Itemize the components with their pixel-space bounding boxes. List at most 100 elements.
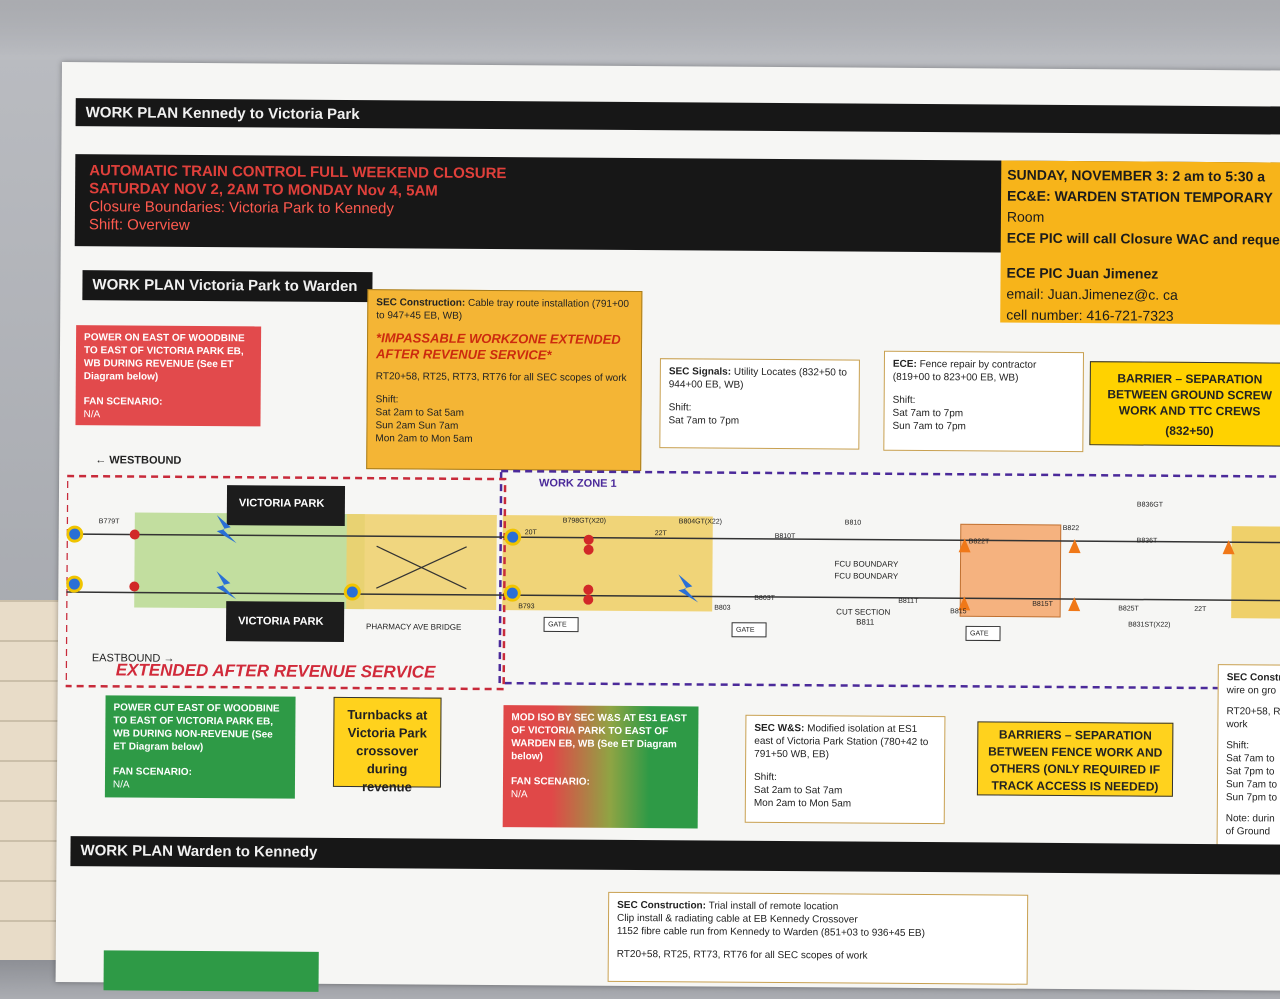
sunday-line: cell number: 416-721-7323 <box>1006 306 1174 324</box>
lightning-icon <box>216 571 237 600</box>
signal-id: B798GT(X20) <box>562 517 607 525</box>
closure-line: Shift: Overview <box>88 216 190 234</box>
signal-id: B825T <box>1118 605 1139 613</box>
gate-box <box>543 616 579 633</box>
work-zone-label: WORK ZONE 1 <box>539 477 617 490</box>
barrier-chainage: (832+50) <box>1165 423 1214 439</box>
cut-section-id: B811 <box>856 617 875 627</box>
gate-label: GATE <box>548 621 567 629</box>
blue-signal-icon <box>504 528 522 546</box>
work-plan-sheet: WORK PLAN Kennedy to Victoria Park AUTOM… <box>55 62 1280 992</box>
signal-id: 22T <box>654 530 667 538</box>
fan-scenario-value: N/A <box>510 789 528 801</box>
sec-right-box: SEC Constr wire on gro RT20+58, R work S… <box>1216 664 1280 865</box>
signal-id: B811T <box>898 597 919 605</box>
shift-line: Sat 2am to Sat 7am <box>753 784 843 797</box>
shift-line: Sun 7am to 7pm <box>892 420 966 433</box>
sec-right-line: work <box>1226 719 1248 731</box>
signal-id: B836T <box>1136 537 1158 545</box>
sunday-line: email: Juan.Jimenez@c. ca <box>1006 285 1178 303</box>
shift-line: Sat 7am to <box>1226 753 1275 765</box>
shift-line: Sun 7am to <box>1225 779 1278 791</box>
station-label-bottom-bg <box>225 601 345 642</box>
fcu-boundary-label: FCU BOUNDARY <box>834 559 899 569</box>
fcu-boundary-label: FCU BOUNDARY <box>834 571 899 581</box>
signal-id: 20T <box>524 529 537 537</box>
shift-line: Sat 7am to 7pm <box>892 407 964 420</box>
power-on-box: POWER ON EAST OF WOODBINE TO EAST OF VIC… <box>75 325 262 427</box>
mod-iso-box: MOD ISO BY SEC W&S AT ES1 EAST OF VICTOR… <box>502 705 699 829</box>
station-label-top: VICTORIA PARK <box>238 497 325 510</box>
header-title: WORK PLAN Kennedy to Victoria Park <box>85 104 360 124</box>
power-cut-box: POWER CUT EAST OF WOODBINE TO EAST OF VI… <box>104 695 296 799</box>
signal-id: B779T <box>98 518 120 526</box>
blue-signal-icon <box>503 584 521 602</box>
orange-zone <box>959 523 1062 618</box>
sec-signals-box: SEC Signals: Utility Locates (832+50 to … <box>659 358 860 450</box>
fan-scenario-label: FAN SCENARIO: <box>113 766 192 778</box>
sec-right-note: Note: durin <box>1225 813 1275 825</box>
sec-right-line: wire on gro <box>1226 685 1277 697</box>
barrier-text: BARRIER – SEPARATION BETWEEN GROUND SCRE… <box>1107 371 1273 419</box>
power-on-text: POWER ON EAST OF WOODBINE TO EAST OF VIC… <box>83 332 245 383</box>
header-bar-victoria-warden: WORK PLAN Victoria Park to Warden <box>82 270 373 303</box>
sunday-ece-box: SUNDAY, NOVEMBER 3: 2 am to 5:30 a EC&E:… <box>1000 160 1280 325</box>
fan-scenario-label: FAN SCENARIO: <box>510 776 590 788</box>
sec-const-scopes: RT20+58, RT25, RT73, RT76 for all SEC sc… <box>375 371 627 384</box>
blue-signal-icon <box>65 575 83 593</box>
blue-signal-icon <box>343 583 361 601</box>
gate-label: GATE <box>970 630 989 638</box>
signal-id: B815 <box>950 608 967 616</box>
crossover <box>376 546 467 589</box>
sec-right-title: SEC Constr <box>1226 672 1280 684</box>
signal-id: B815T <box>1032 600 1053 608</box>
cone-icon <box>1068 539 1081 554</box>
impassable-note: *IMPASSABLE WORKZONE EXTENDED AFTER REVE… <box>375 330 621 363</box>
extended-label: EXTENDED AFTER REVENUE SERVICE <box>115 660 436 682</box>
westbound-label: ← WESTBOUND <box>95 454 182 467</box>
shift-label: Shift: <box>892 394 916 406</box>
cone-icon <box>958 596 971 611</box>
ece-title: ECE: <box>892 358 917 370</box>
signal-id: B836GT <box>1136 501 1164 509</box>
sec-construction-box: SEC Construction: Cable tray route insta… <box>366 289 643 472</box>
westbound-track <box>66 533 1280 544</box>
blue-signal-icon <box>66 525 84 543</box>
extended-boundary <box>65 474 507 691</box>
signal-id: B831ST(X22) <box>1128 621 1171 629</box>
barriers-bottom-box: BARRIERS – SEPARATION BETWEEN FENCE WORK… <box>976 721 1174 797</box>
red-signal-icon <box>583 534 594 545</box>
sunday-line: ECE PIC Juan Jimenez <box>1006 264 1159 282</box>
sunday-line: SUNDAY, NOVEMBER 3: 2 am to 5:30 a <box>1007 166 1266 185</box>
station-label-top-bg <box>226 485 346 526</box>
cone-icon <box>1068 597 1081 612</box>
sec-bottom-title: SEC Construction: <box>617 899 707 912</box>
header-bar-kennedy-victoria: WORK PLAN Kennedy to Victoria Park <box>75 98 1280 135</box>
red-signal-icon <box>583 584 594 595</box>
power-cut-text: POWER CUT EAST OF WOODBINE TO EAST OF VI… <box>113 702 280 754</box>
shift-line: Sat 7am to 7pm <box>668 415 740 427</box>
bridge-label: PHARMACY AVE BRIDGE <box>366 622 462 632</box>
sec-bottom-line: 1152 fibre cable run from Kennedy to War… <box>616 925 925 940</box>
sec-ws-title: SEC W&S: <box>754 722 805 735</box>
turnbacks-box: Turnbacks at Victoria Park crossover dur… <box>332 696 442 794</box>
signal-id: B803T <box>754 594 775 602</box>
cone-icon <box>1222 540 1235 555</box>
sec-signals-title: SEC Signals: <box>668 366 732 378</box>
signal-id: B822 <box>1062 524 1080 533</box>
yellow-zone-2 <box>502 515 713 612</box>
signal-id: B810T <box>774 532 796 541</box>
signal-id: 22T <box>1194 605 1207 614</box>
fan-scenario-label: FAN SCENARIO: <box>83 396 163 408</box>
sec-right-note: of Ground <box>1225 826 1271 838</box>
sec-ws-box: SEC W&S: Modified isolation at ES1 east … <box>744 714 946 825</box>
sec-const-title: SEC Construction: <box>376 297 466 309</box>
sec-bottom-desc: Trial install of remote location <box>708 900 839 913</box>
work-zone-boundary <box>498 469 1280 690</box>
ece-box: ECE: Fence repair by contractor (819+00 … <box>883 350 1084 453</box>
barriers-text: BARRIERS – SEPARATION BETWEEN FENCE WORK… <box>988 727 1163 794</box>
lightning-icon <box>216 515 237 544</box>
green-bottom-box <box>103 950 319 992</box>
barrier-top-box: BARRIER – SEPARATION BETWEEN GROUND SCRE… <box>1089 361 1280 447</box>
sec-bottom-line: RT20+58, RT25, RT73, RT76 for all SEC sc… <box>616 948 868 962</box>
